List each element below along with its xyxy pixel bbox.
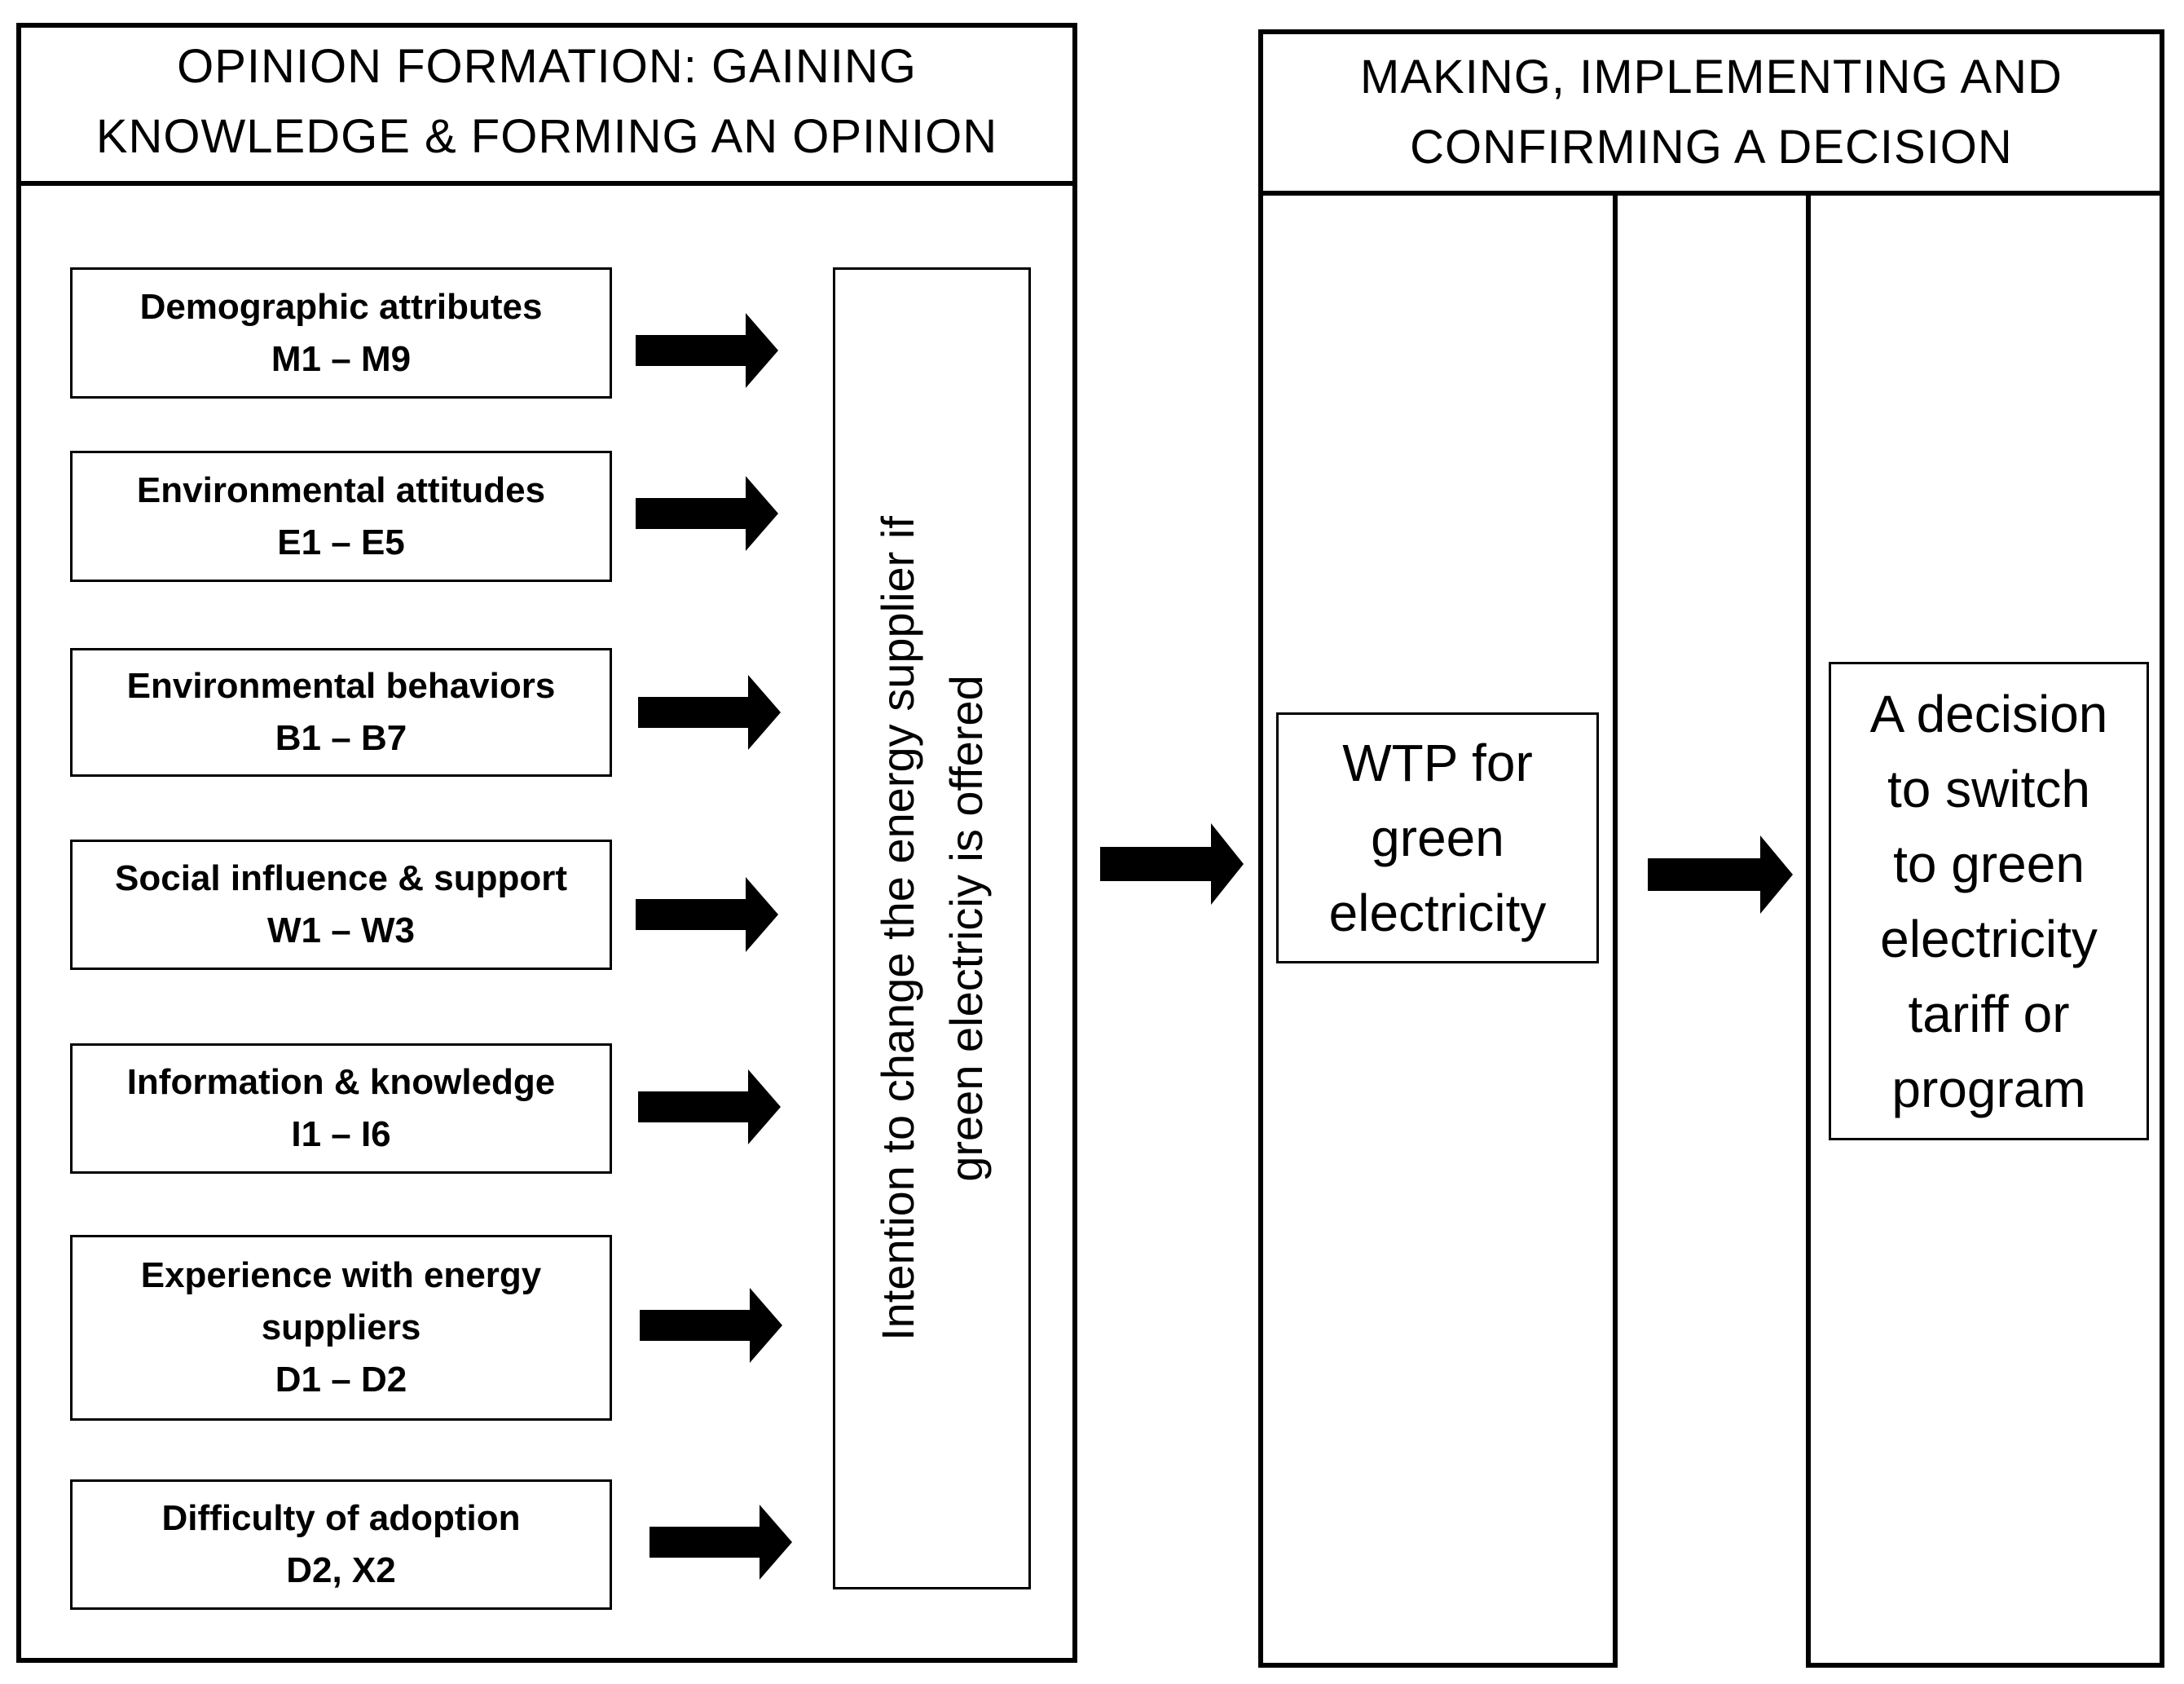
decision-line-5: tariff or [1908, 984, 2070, 1043]
arrow-attitudes-to-intention [636, 476, 778, 551]
factor-label: Experience with energy [140, 1255, 542, 1295]
arrow-experience-to-intention [640, 1288, 782, 1363]
wtp-line-2: green [1371, 809, 1504, 867]
intention-line-1: Intention to change the energy supplier … [871, 516, 923, 1341]
decision-line-6: program [1891, 1059, 2086, 1118]
factor-difficulty-of-adoption: Difficulty of adoption D2, X2 [70, 1479, 612, 1610]
arrow-difficulty-to-intention [649, 1505, 792, 1580]
decision-line-4: electricity [1880, 909, 2098, 968]
factor-code: E1 – E5 [277, 522, 405, 562]
factor-code: D1 – D2 [275, 1360, 407, 1400]
intention-box: Intention to change the energy supplier … [833, 267, 1031, 1589]
opinion-title-line-2: KNOWLEDGE & FORMING AN OPINION [95, 110, 998, 163]
factor-label: Demographic attributes [139, 286, 543, 327]
factor-experience-with-energy-suppliers: Experience with energy suppliers D1 – D2 [70, 1235, 612, 1421]
decision-panel-header: MAKING, IMPLEMENTING AND CONFIRMING A DE… [1258, 29, 2164, 196]
arrow-demographic-to-intention [636, 313, 778, 388]
factor-label-cont: suppliers [261, 1307, 421, 1347]
intention-text: Intention to change the energy supplier … [864, 276, 1001, 1580]
factor-label: Information & knowledge [126, 1062, 556, 1102]
factor-code: B1 – B7 [275, 718, 407, 758]
intention-line-2: green electriciy is offered [940, 675, 992, 1182]
factor-label: Environmental attitudes [136, 469, 546, 510]
decision-panel-header-frame [1258, 29, 2164, 196]
factor-label: Difficulty of adoption [161, 1498, 521, 1538]
factor-environmental-attitudes: Environmental attitudes E1 – E5 [70, 451, 612, 582]
factor-code: D2, X2 [286, 1550, 396, 1590]
factor-code: M1 – M9 [271, 338, 412, 379]
decision-line-2: to switch [1887, 759, 2090, 818]
arrow-opinion-to-decision [1100, 823, 1244, 905]
factor-demographic-attributes: Demographic attributes M1 – M9 [70, 267, 612, 399]
wtp-line-1: WTP for [1342, 734, 1533, 792]
arrow-information-to-intention [638, 1069, 781, 1144]
arrow-wtp-to-decision [1648, 835, 1793, 914]
decision-line-3: to green [1893, 834, 2085, 893]
decision-title-line-2: CONFIRMING A DECISION [1410, 121, 2013, 174]
factor-environmental-behaviors: Environmental behaviors B1 – B7 [70, 648, 612, 777]
wtp-line-3: electricity [1328, 884, 1547, 942]
factor-information-knowledge: Information & knowledge I1 – I6 [70, 1043, 612, 1174]
factor-code: I1 – I6 [291, 1114, 391, 1154]
factor-code: W1 – W3 [267, 910, 415, 950]
factor-label: Social influence & support [115, 858, 567, 898]
wtp-box: WTP for green electricity [1276, 712, 1599, 963]
arrow-social-to-intention [636, 877, 778, 952]
factor-label: Environmental behaviors [126, 666, 556, 706]
opinion-formation-header: OPINION FORMATION: GAINING KNOWLEDGE & F… [16, 23, 1077, 186]
arrow-behaviors-to-intention [638, 675, 781, 750]
decision-box: A decision to switch to green electricit… [1829, 662, 2149, 1140]
factor-social-influence: Social influence & support W1 – W3 [70, 840, 612, 970]
decision-title-line-1: MAKING, IMPLEMENTING AND [1360, 51, 2063, 104]
opinion-title-line-1: OPINION FORMATION: GAINING [177, 40, 917, 93]
decision-line-1: A decision [1869, 684, 2108, 743]
